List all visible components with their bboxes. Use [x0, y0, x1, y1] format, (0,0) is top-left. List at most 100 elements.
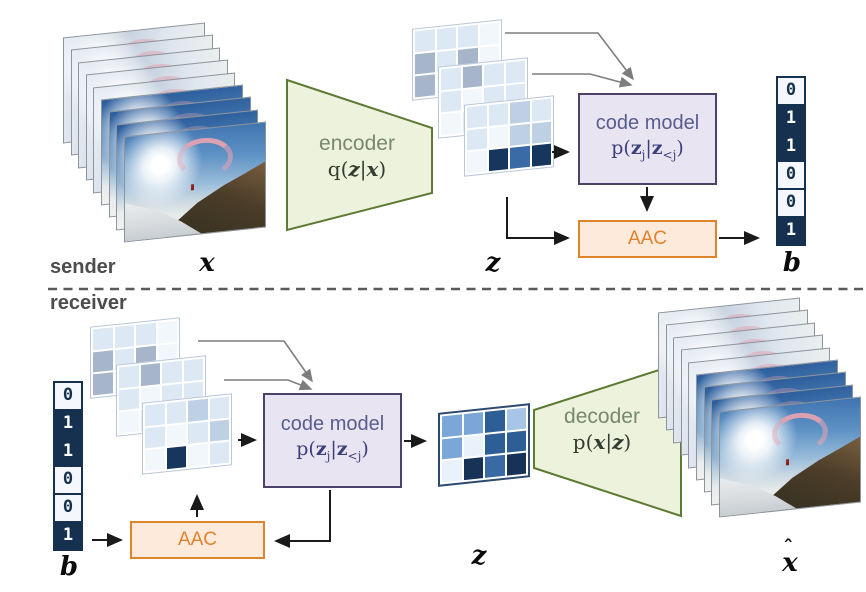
decoder-label: decoder p(x|z): [537, 404, 667, 456]
latent-cell: [119, 365, 139, 389]
bit-cell: 0: [53, 381, 83, 411]
x-label: x: [199, 248, 215, 278]
latent-cell: [209, 419, 229, 442]
bit-cell: 1: [776, 104, 806, 134]
latent-cell: [188, 398, 208, 422]
bit-cell: 0: [776, 76, 806, 106]
latent-grid-front: [464, 95, 554, 177]
latent-cell: [485, 432, 505, 456]
bit-cell: 1: [53, 409, 83, 439]
code-model-title: code model: [595, 111, 700, 134]
latent-cell: [505, 60, 525, 84]
latent-cell: [506, 430, 526, 453]
snow-graphic: [719, 458, 828, 517]
latent-cell: [485, 409, 505, 433]
formula-sub: <j: [347, 448, 362, 463]
latent-cell: [531, 143, 551, 167]
latent-cell: [436, 27, 456, 50]
formula-sub: <j: [662, 147, 677, 162]
bit-cell: 0: [53, 465, 83, 495]
formula-arg: z: [612, 430, 624, 454]
latent-cell: [183, 358, 203, 382]
formula-sub: j: [641, 147, 646, 162]
formula-arg: x: [593, 430, 606, 454]
formula-arg: z: [348, 157, 360, 181]
decoder-formula: p(x|z): [537, 429, 667, 456]
context-arrow: [198, 340, 313, 383]
mountain-graphic: [165, 161, 266, 238]
z-label-sender: z: [485, 248, 501, 278]
latent-cell: [93, 372, 113, 396]
latent-cell: [145, 403, 165, 427]
latent-cell: [119, 388, 139, 411]
mountain-graphic: [760, 436, 861, 513]
snow-graphic: [124, 183, 233, 242]
photo-front: [124, 121, 266, 243]
latent-cell: [415, 29, 435, 53]
receiver-label: receiver: [50, 292, 127, 314]
latent-cell: [166, 423, 186, 447]
latent-cell: [484, 62, 504, 86]
photo-front: [719, 396, 861, 518]
latent-cell: [467, 150, 487, 174]
paraglider-person: [190, 184, 194, 191]
latent-cell: [467, 128, 487, 151]
latent-cell: [442, 437, 462, 460]
bit-cell: 0: [776, 160, 806, 190]
latent-to-aac-arrow: [506, 197, 570, 245]
latent-cell: [510, 123, 530, 147]
x-hat-char: x: [782, 548, 798, 578]
latent-cell: [415, 74, 435, 98]
latent-cell: [162, 360, 182, 384]
hat-accent: ˆ: [783, 535, 794, 559]
latent-cell: [467, 105, 487, 129]
latent-cell: [93, 327, 113, 351]
latent-grid-front-receiver: [142, 393, 232, 475]
latent-cell: [140, 363, 160, 386]
latent-cell: [488, 125, 508, 149]
encoder-title: encoder: [319, 132, 395, 155]
b-label-sender: b: [782, 248, 802, 278]
latent-cell: [209, 441, 229, 465]
latent-cell: [441, 67, 461, 91]
formula-arg: z: [651, 136, 663, 159]
formula-arg: x: [366, 157, 379, 181]
decoded-latent-grid: [438, 403, 530, 487]
formula-arg: z: [315, 438, 327, 461]
latent-cell: [488, 148, 508, 172]
b-label-receiver: b: [59, 552, 79, 582]
latent-cell: [531, 98, 551, 122]
latent-cell: [166, 401, 186, 424]
latent-cell: [145, 426, 165, 449]
latent-cell: [463, 412, 483, 435]
code-model-formula: p(zj|z<j): [296, 436, 369, 469]
latent-cell: [442, 414, 462, 438]
code-model-box-receiver: code model p(zj|z<j): [263, 393, 402, 488]
formula-fn: q(: [327, 157, 349, 181]
latent-cell: [114, 325, 134, 348]
latent-cell: [510, 100, 530, 124]
code-model-box-sender: code model p(zj|z<j): [578, 93, 717, 185]
decoder-title: decoder: [564, 405, 640, 428]
latent-cell: [479, 22, 499, 46]
output-image-stack: [658, 297, 866, 530]
sender-label: sender: [50, 256, 116, 278]
context-arrow: [532, 73, 633, 88]
latent-cell: [488, 103, 508, 126]
latent-cell: [458, 24, 478, 48]
aac-box-receiver: AAC: [130, 521, 265, 559]
aac-label: AAC: [177, 529, 218, 550]
latent-cell: [157, 320, 177, 344]
formula-fn: p(: [572, 430, 594, 454]
latent-cell: [510, 146, 530, 169]
formula-arg: z: [336, 438, 348, 461]
formula-close: ): [623, 430, 632, 454]
bit-cell: 1: [776, 216, 806, 246]
bit-cell: 0: [53, 493, 83, 523]
bit-cell: 1: [53, 437, 83, 467]
code-model-formula: p(zj|z<j): [611, 135, 684, 168]
bit-cell: 1: [776, 132, 806, 162]
latent-cell: [166, 446, 186, 470]
